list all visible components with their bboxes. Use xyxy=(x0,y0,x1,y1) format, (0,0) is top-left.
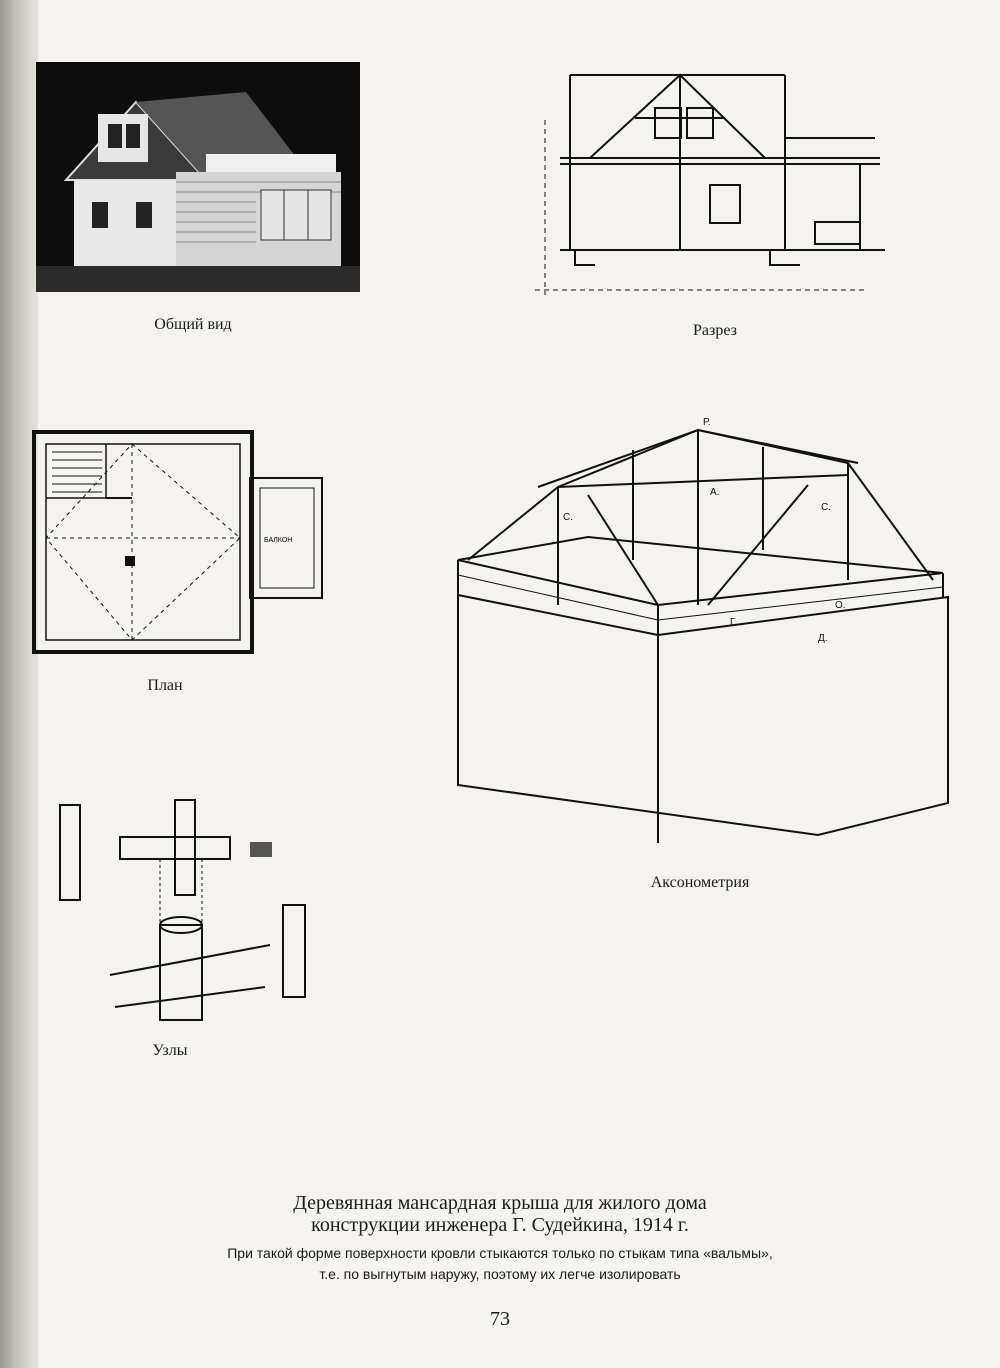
plan-drawing: БАЛКОН xyxy=(32,430,323,654)
nodes-drawing xyxy=(59,799,306,1021)
axono-marker-d: Д. xyxy=(818,633,828,644)
axono-marker-o: О. xyxy=(835,600,846,611)
caption-note-line1: При такой форме поверхности кровли стыка… xyxy=(227,1245,773,1261)
axono-marker-r: Р. xyxy=(703,417,711,428)
plan-balcony-text: БАЛКОН xyxy=(264,537,292,544)
section-drawing xyxy=(535,73,885,295)
axono-marker-a: А. xyxy=(710,487,719,498)
caption-note-line2: т.е. по выгнутым наружу, поэтому их легч… xyxy=(319,1266,681,1282)
plan-label: План xyxy=(147,677,183,694)
axono-marker-g: Г. xyxy=(730,617,737,628)
page-number: 73 xyxy=(490,1308,510,1330)
axonometry-label: Аксонометрия xyxy=(650,874,750,891)
axonometry-drawing: Р. А. С. С. О. Д. Г. xyxy=(457,417,949,843)
general-view-label: Общий вид xyxy=(154,316,232,333)
page-gutter-shadow xyxy=(0,0,38,1368)
axono-marker-c-right: С. xyxy=(821,502,831,513)
axono-marker-c-left: С. xyxy=(563,512,573,523)
caption-title-line2: конструкции инженера Г. Судейкина, 1914 … xyxy=(311,1214,689,1236)
section-label: Разрез xyxy=(693,322,737,339)
nodes-label: Узлы xyxy=(152,1042,188,1059)
general-view-photo xyxy=(36,62,360,292)
caption-title-line1: Деревянная мансардная крыша для жилого д… xyxy=(293,1192,707,1214)
